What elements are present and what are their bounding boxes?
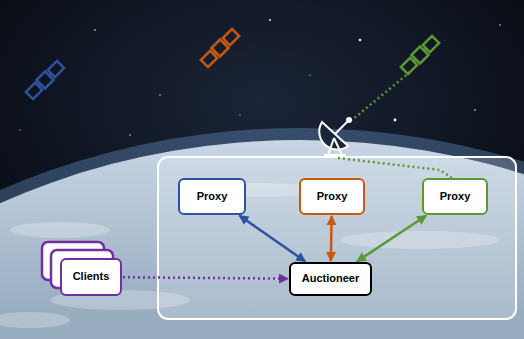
satellite-arm — [224, 42, 226, 44]
cloud — [10, 222, 110, 238]
atmosphere-glow — [0, 128, 524, 339]
node-label: Auctioneer — [302, 272, 359, 285]
satellite-panel — [26, 83, 42, 99]
satellite-arm — [214, 52, 216, 54]
star — [394, 119, 397, 122]
satellite-panel — [48, 61, 64, 77]
clients-box: Clients — [60, 258, 122, 296]
connector-arrow — [239, 216, 305, 262]
connector-arrow — [357, 216, 426, 262]
star — [474, 109, 476, 111]
satellite-panel — [423, 36, 439, 52]
star — [309, 74, 310, 75]
cloud — [0, 312, 70, 328]
satellite-body — [212, 40, 229, 57]
star — [129, 134, 130, 135]
stars — [19, 19, 500, 136]
dish-bowl — [319, 122, 348, 150]
proxy-box: Proxy — [178, 178, 246, 215]
star — [94, 29, 96, 31]
satellite-arm — [39, 84, 41, 86]
star — [239, 114, 240, 115]
satellite-arm — [424, 49, 426, 51]
dish-feed — [335, 121, 348, 134]
star — [269, 19, 271, 21]
proxy-box: Proxy — [422, 178, 488, 215]
earth — [0, 140, 524, 339]
satellite-panel — [201, 51, 217, 67]
node-label: Clients — [73, 270, 110, 283]
satellite-arm — [49, 74, 51, 76]
satellite-icon — [200, 28, 240, 68]
dish-receiver — [347, 118, 351, 122]
satellite-panel — [223, 29, 239, 45]
system-region — [158, 157, 516, 319]
satellite-body — [412, 47, 429, 64]
node-label: Proxy — [317, 190, 348, 203]
star — [19, 129, 20, 130]
node-label: Proxy — [197, 190, 228, 203]
satellite-body — [37, 72, 54, 89]
ground-link — [338, 158, 452, 178]
star — [159, 94, 160, 95]
satellite-icon — [400, 35, 440, 75]
star — [359, 39, 361, 41]
connector-arrow — [123, 277, 288, 278]
satellite-link — [352, 72, 410, 120]
star — [499, 24, 500, 25]
connector-arrow — [330, 216, 333, 261]
satellite-icon — [25, 60, 65, 100]
proxy-box: Proxy — [299, 178, 365, 215]
node-label: Proxy — [440, 190, 471, 203]
dish-stand — [324, 138, 346, 155]
satellite-arm — [414, 59, 416, 61]
satellite-dish — [319, 118, 351, 155]
auctioneer-box: Auctioneer — [289, 262, 372, 296]
